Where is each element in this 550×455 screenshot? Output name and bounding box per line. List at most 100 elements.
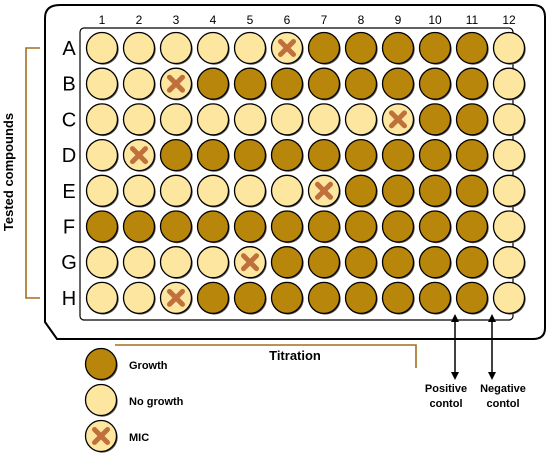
well-H12 [492, 281, 526, 315]
well-D6 [270, 138, 304, 172]
row-label: C [62, 109, 76, 131]
well-A11 [455, 31, 489, 65]
well-C4 [196, 103, 230, 137]
well-F9 [381, 210, 415, 244]
well-G7 [307, 246, 341, 279]
column-label: 2 [136, 13, 143, 27]
negative-arrowhead-up [488, 314, 496, 322]
well-E11 [455, 174, 489, 208]
well-D5 [233, 138, 267, 172]
well-C6 [270, 103, 304, 137]
tested-compounds-label: Tested compounds [1, 113, 16, 231]
row-label: D [62, 145, 76, 167]
mic-cross-icon [92, 427, 110, 445]
well-D4 [196, 138, 230, 172]
well-D11 [455, 138, 489, 172]
well-A7 [307, 31, 341, 65]
well-D7 [307, 138, 341, 172]
well-E3 [159, 174, 193, 208]
well-E6 [270, 174, 304, 208]
column-label: 12 [502, 13, 516, 27]
mic-cross-icon [130, 146, 148, 165]
well-F10 [418, 210, 452, 244]
mic-cross-icon [315, 181, 333, 200]
well-F5 [233, 210, 267, 244]
row-label: B [62, 74, 75, 96]
well-B9 [381, 67, 415, 101]
column-label: 9 [395, 13, 402, 27]
well-B7 [307, 67, 341, 101]
well-H4 [196, 281, 230, 315]
positive-arrowhead-up [451, 314, 459, 322]
column-label: 11 [466, 13, 479, 27]
well-B2 [122, 67, 156, 101]
well-A9 [381, 31, 415, 65]
column-label: 8 [358, 13, 365, 27]
well-E4 [196, 174, 230, 208]
mic-cross-icon [241, 253, 259, 272]
well-H7 [307, 281, 341, 315]
mic-cross-icon [167, 288, 185, 307]
column-label: 10 [428, 13, 442, 27]
legend-swatch-G [84, 347, 118, 381]
plate-inner-frame [79, 27, 514, 321]
row-label: A [62, 38, 76, 60]
well-D3 [159, 138, 193, 172]
well-A2 [122, 31, 156, 65]
well-G10 [418, 246, 452, 279]
well-F3 [159, 210, 193, 244]
column-label: 4 [210, 13, 217, 27]
positive-arrowhead-down [451, 372, 459, 380]
well-C5 [233, 103, 267, 137]
well-F8 [344, 210, 378, 244]
well-A5 [233, 31, 267, 65]
well-E8 [344, 174, 378, 208]
well-C2 [122, 103, 156, 137]
negative-arrowhead-down [488, 372, 496, 380]
well-D9 [381, 138, 415, 172]
well-H3 [159, 281, 193, 315]
well-C8 [344, 103, 378, 137]
well-E9 [381, 174, 415, 208]
well-C1 [85, 103, 119, 137]
well-D10 [418, 138, 452, 172]
legend-label: Growth [129, 360, 168, 372]
well-G12 [492, 246, 526, 279]
well-A4 [196, 31, 230, 65]
mic-cross-icon [167, 74, 185, 93]
column-label: 5 [247, 13, 254, 27]
well-G2 [122, 246, 156, 279]
well-H6 [270, 281, 304, 315]
legend-label: MIC [129, 432, 149, 444]
well-B3 [159, 67, 193, 101]
well-G9 [381, 246, 415, 279]
well-B10 [418, 67, 452, 101]
row-label: H [62, 288, 76, 310]
well-D1 [85, 138, 119, 172]
well-F6 [270, 210, 304, 244]
well-H9 [381, 281, 415, 315]
well-C11 [455, 103, 489, 137]
legend-label: No growth [129, 396, 184, 408]
legend-swatch-M [84, 419, 118, 453]
well-G1 [85, 246, 119, 279]
well-B6 [270, 67, 304, 101]
well-A1 [85, 31, 119, 65]
well-G8 [344, 246, 378, 279]
positive-control-label-line1: Positive [425, 383, 467, 395]
well-F2 [122, 210, 156, 244]
well-D12 [492, 138, 526, 172]
well-G5 [233, 246, 267, 279]
well-H1 [85, 281, 119, 315]
titration-bracket [115, 344, 417, 368]
row-label: G [61, 252, 77, 274]
mic-cross-icon [278, 39, 296, 57]
well-B11 [455, 67, 489, 101]
well-E5 [233, 174, 267, 208]
well-A8 [344, 31, 378, 65]
well-F1 [85, 210, 119, 244]
well-G4 [196, 246, 230, 279]
